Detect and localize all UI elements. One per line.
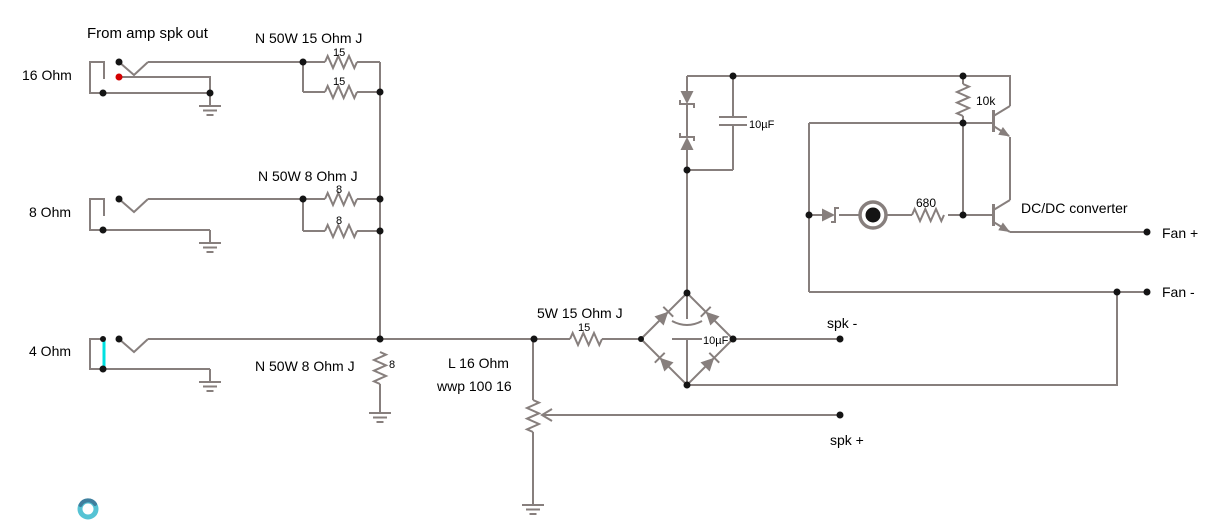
value-r8-b: 8 — [336, 215, 342, 227]
label-r-pair-15: N 50W 15 Ohm J — [255, 30, 362, 46]
ground-symbol — [198, 368, 222, 392]
value-r-series-15: 15 — [578, 322, 590, 334]
terminal-spk-plus: spk + — [830, 432, 864, 448]
ground-symbol — [198, 229, 222, 253]
resistor-pair-15ohm[interactable] — [324, 53, 358, 101]
ground-symbol — [368, 399, 392, 423]
capacitor-clamp-10uF[interactable] — [719, 116, 747, 126]
value-cap-bridge: 10µF — [703, 335, 729, 347]
jack-8ohm[interactable] — [89, 195, 222, 253]
emitter-arrow-icon — [998, 222, 1013, 236]
value-r-680: 680 — [916, 196, 936, 210]
terminal-fan-minus: Fan - — [1162, 284, 1195, 300]
label-r-pair-8: N 50W 8 Ohm J — [258, 168, 358, 184]
resistor-10k[interactable] — [954, 83, 972, 117]
terminal-spk-minus: spk - — [827, 315, 858, 331]
resistor-series-15ohm[interactable] — [569, 330, 603, 348]
terminal-fan-plus: Fan + — [1162, 225, 1198, 241]
value-r15-b: 15 — [333, 76, 345, 88]
loading-spinner-icon — [77, 498, 99, 520]
active-contact — [115, 73, 123, 81]
value-r15-a: 15 — [333, 47, 345, 59]
transistor-q1[interactable] — [992, 105, 1013, 141]
label-pot-subtitle: wwp 100 16 — [436, 378, 512, 394]
value-r8-a: 8 — [336, 184, 342, 196]
transistor-q2[interactable] — [992, 199, 1013, 236]
resistor-shunt-8ohm[interactable] — [368, 351, 392, 423]
zener-diode-icon — [821, 207, 840, 223]
label-dcdc: DC/DC converter — [1021, 200, 1128, 216]
junction-dots — [299, 58, 1151, 419]
zener-opto[interactable] — [821, 207, 840, 223]
label-jack-4ohm: 4 Ohm — [29, 343, 71, 359]
resistor-pair-8ohm[interactable] — [324, 190, 358, 240]
label-r-series-15: 5W 15 Ohm J — [537, 305, 623, 321]
label-pot-name: L 16 Ohm — [448, 355, 509, 371]
wires — [119, 61, 1147, 492]
value-r-10k: 10k — [976, 94, 996, 108]
label-r-shunt-8: N 50W 8 Ohm J — [255, 358, 355, 374]
potentiometer[interactable] — [521, 399, 553, 515]
led-core-icon — [865, 207, 881, 223]
value-r-shunt-8: 8 — [389, 359, 395, 371]
label-jack-8ohm: 8 Ohm — [29, 204, 71, 220]
capacitor-bridge-10uF[interactable] — [671, 293, 703, 385]
note-from-amp: From amp spk out — [87, 25, 209, 42]
jack-16ohm[interactable] — [89, 58, 222, 116]
jack-4ohm[interactable] — [89, 335, 222, 392]
value-cap-clamp: 10µF — [749, 119, 775, 131]
resistor-680[interactable] — [911, 206, 945, 224]
led-indicator[interactable] — [858, 200, 888, 230]
ground-symbol — [521, 491, 545, 515]
label-jack-16ohm: 16 Ohm — [22, 67, 72, 83]
